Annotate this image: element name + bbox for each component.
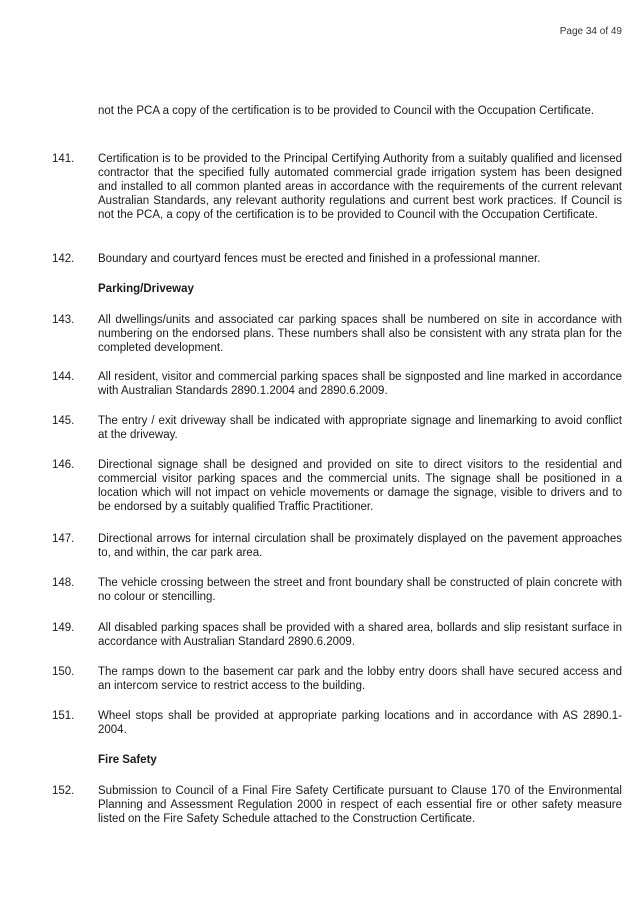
condition-number: 141. xyxy=(52,153,75,165)
condition-number: 152. xyxy=(52,785,75,797)
condition-number: 149. xyxy=(52,622,75,634)
condition-text: Certification is to be provided to the P… xyxy=(98,153,622,221)
section-heading-parking: Parking/Driveway xyxy=(98,283,194,295)
condition-text: Wheel stops shall be provided at appropr… xyxy=(98,710,622,736)
condition-text: The vehicle crossing between the street … xyxy=(98,577,622,603)
condition-number: 145. xyxy=(52,415,75,427)
condition-text: The ramps down to the basement car park … xyxy=(98,666,622,692)
condition-number: 151. xyxy=(52,710,75,722)
condition-number: 147. xyxy=(52,533,75,545)
condition-text: All dwellings/units and associated car p… xyxy=(98,314,622,354)
condition-number: 144. xyxy=(52,371,75,383)
condition-number: 150. xyxy=(52,666,75,678)
condition-text: Submission to Council of a Final Fire Sa… xyxy=(98,785,622,825)
condition-text: Boundary and courtyard fences must be er… xyxy=(98,253,541,265)
condition-number: 143. xyxy=(52,314,75,326)
condition-text: The entry / exit driveway shall be indic… xyxy=(98,415,622,441)
page-number: Page 34 of 49 xyxy=(559,26,622,37)
condition-text: All resident, visitor and commercial par… xyxy=(98,371,622,397)
condition-number: 142. xyxy=(52,253,75,265)
condition-number: 146. xyxy=(52,459,75,471)
condition-number: 148. xyxy=(52,577,75,589)
condition-text: Directional signage shall be designed an… xyxy=(98,459,622,513)
continuation-paragraph: not the PCA a copy of the certification … xyxy=(98,105,595,117)
section-heading-fire-safety: Fire Safety xyxy=(98,754,157,766)
condition-text: All disabled parking spaces shall be pro… xyxy=(98,622,622,648)
condition-text: Directional arrows for internal circulat… xyxy=(98,533,622,559)
